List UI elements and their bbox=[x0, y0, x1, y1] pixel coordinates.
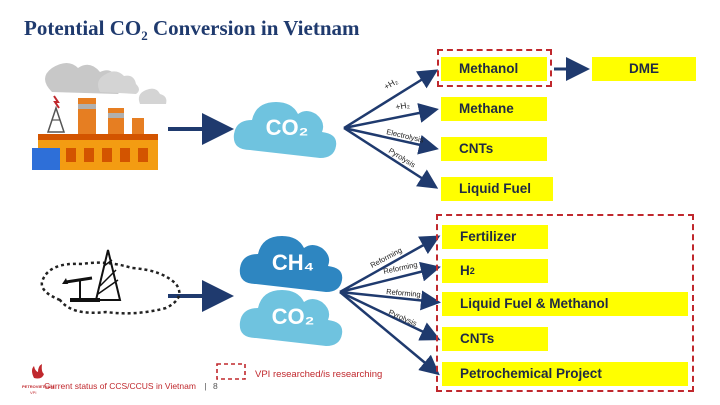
co2-cloud-icon bbox=[233, 102, 337, 158]
petrovietnam-logo-icon bbox=[32, 364, 44, 379]
arrow-to-liquid-fuel bbox=[343, 126, 439, 189]
co2-cloud-label: CO₂ bbox=[265, 115, 309, 140]
product-methanol: Methanol bbox=[441, 57, 547, 81]
product-cnts-bottom: CNTs bbox=[442, 327, 548, 351]
ch4-cloud-icon bbox=[239, 236, 343, 292]
product-methane: Methane bbox=[441, 97, 547, 121]
title-prefix: Potential CO bbox=[24, 16, 142, 40]
arrow-label-top-1: +H₂ bbox=[382, 76, 399, 92]
arrow-to-fertilizer bbox=[339, 235, 441, 294]
arrow-to-h2 bbox=[339, 261, 441, 294]
arrow-label-bottom-4: Pyrolysis bbox=[387, 308, 418, 329]
arrow-to-liquid-fuel-methanol bbox=[339, 290, 441, 311]
arrow-to-methanol bbox=[343, 69, 439, 130]
arrow-to-methane bbox=[343, 103, 439, 130]
footer-page-number: 8 bbox=[212, 381, 218, 391]
product-dme: DME bbox=[592, 57, 696, 81]
product-liquid-fuel-methanol: Liquid Fuel & Methanol bbox=[442, 292, 688, 316]
arrow-to-cnts-bottom bbox=[339, 290, 441, 341]
arrow-label-top-2: +H₂ bbox=[395, 100, 411, 112]
arrow-to-cnts-top bbox=[343, 126, 439, 155]
footer-text: Current status of CCS/CCUS in Vietnam bbox=[44, 381, 196, 391]
product-fertilizer: Fertilizer bbox=[442, 225, 548, 249]
legend-label: VPI researched/is researching bbox=[255, 369, 383, 380]
title-suffix: Conversion in Vietnam bbox=[147, 16, 360, 40]
footer-separator: | bbox=[204, 381, 207, 391]
page-title: Potential CO2 Conversion in Vietnam bbox=[24, 16, 360, 44]
product-petrochemical-project: Petrochemical Project bbox=[442, 362, 688, 386]
factory-icon bbox=[32, 63, 167, 170]
co2-cloud-bottom-label: CO₂ bbox=[271, 304, 315, 329]
title-subscript: 2 bbox=[141, 28, 148, 44]
footer-logo-sub: VPI bbox=[30, 390, 37, 395]
co2-cloud-bottom-icon bbox=[239, 290, 343, 346]
oil-field-icon bbox=[40, 249, 181, 315]
arrow-label-bottom-3: Reforming bbox=[386, 287, 421, 299]
product-liquid-fuel: Liquid Fuel bbox=[441, 177, 553, 201]
product-cnts-top: CNTs bbox=[441, 137, 547, 161]
researched-highlight-bottom-group bbox=[436, 214, 694, 392]
arrow-to-petrochemical bbox=[339, 291, 440, 376]
legend-swatch bbox=[216, 363, 246, 380]
footer: Current status of CCS/CCUS in Vietnam | … bbox=[44, 381, 218, 391]
researched-highlight-methanol bbox=[437, 49, 552, 87]
footer-logo-text: PETROVIETNAM bbox=[22, 384, 54, 389]
ch4-cloud-label: CH₄ bbox=[271, 250, 315, 275]
